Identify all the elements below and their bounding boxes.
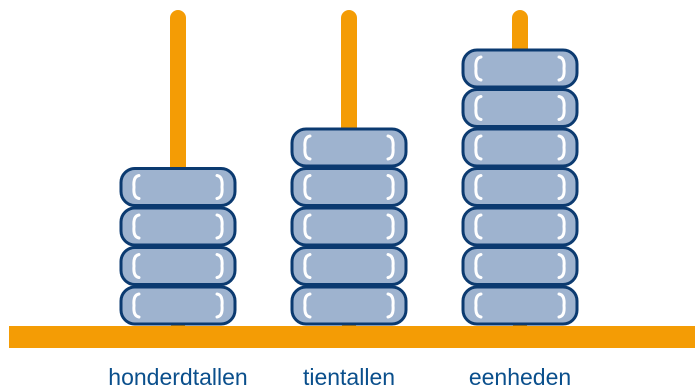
bead [461,246,579,286]
label-units: eenheden [468,364,572,390]
bead [119,285,237,326]
bead [461,88,579,128]
bead [461,285,579,326]
bead [290,285,408,326]
bead [290,127,408,168]
bead [461,127,579,168]
bead [290,246,408,286]
bead [461,48,579,89]
label-tens: tientallen [302,364,396,390]
bead [119,206,237,247]
bead [119,246,237,286]
bead [119,167,237,207]
abacus-base [9,326,695,348]
bead [461,167,579,207]
bead [461,206,579,247]
label-hundreds: honderdtallen [108,364,248,390]
abacus-beads [119,48,579,326]
bead [290,167,408,207]
bead [290,206,408,247]
